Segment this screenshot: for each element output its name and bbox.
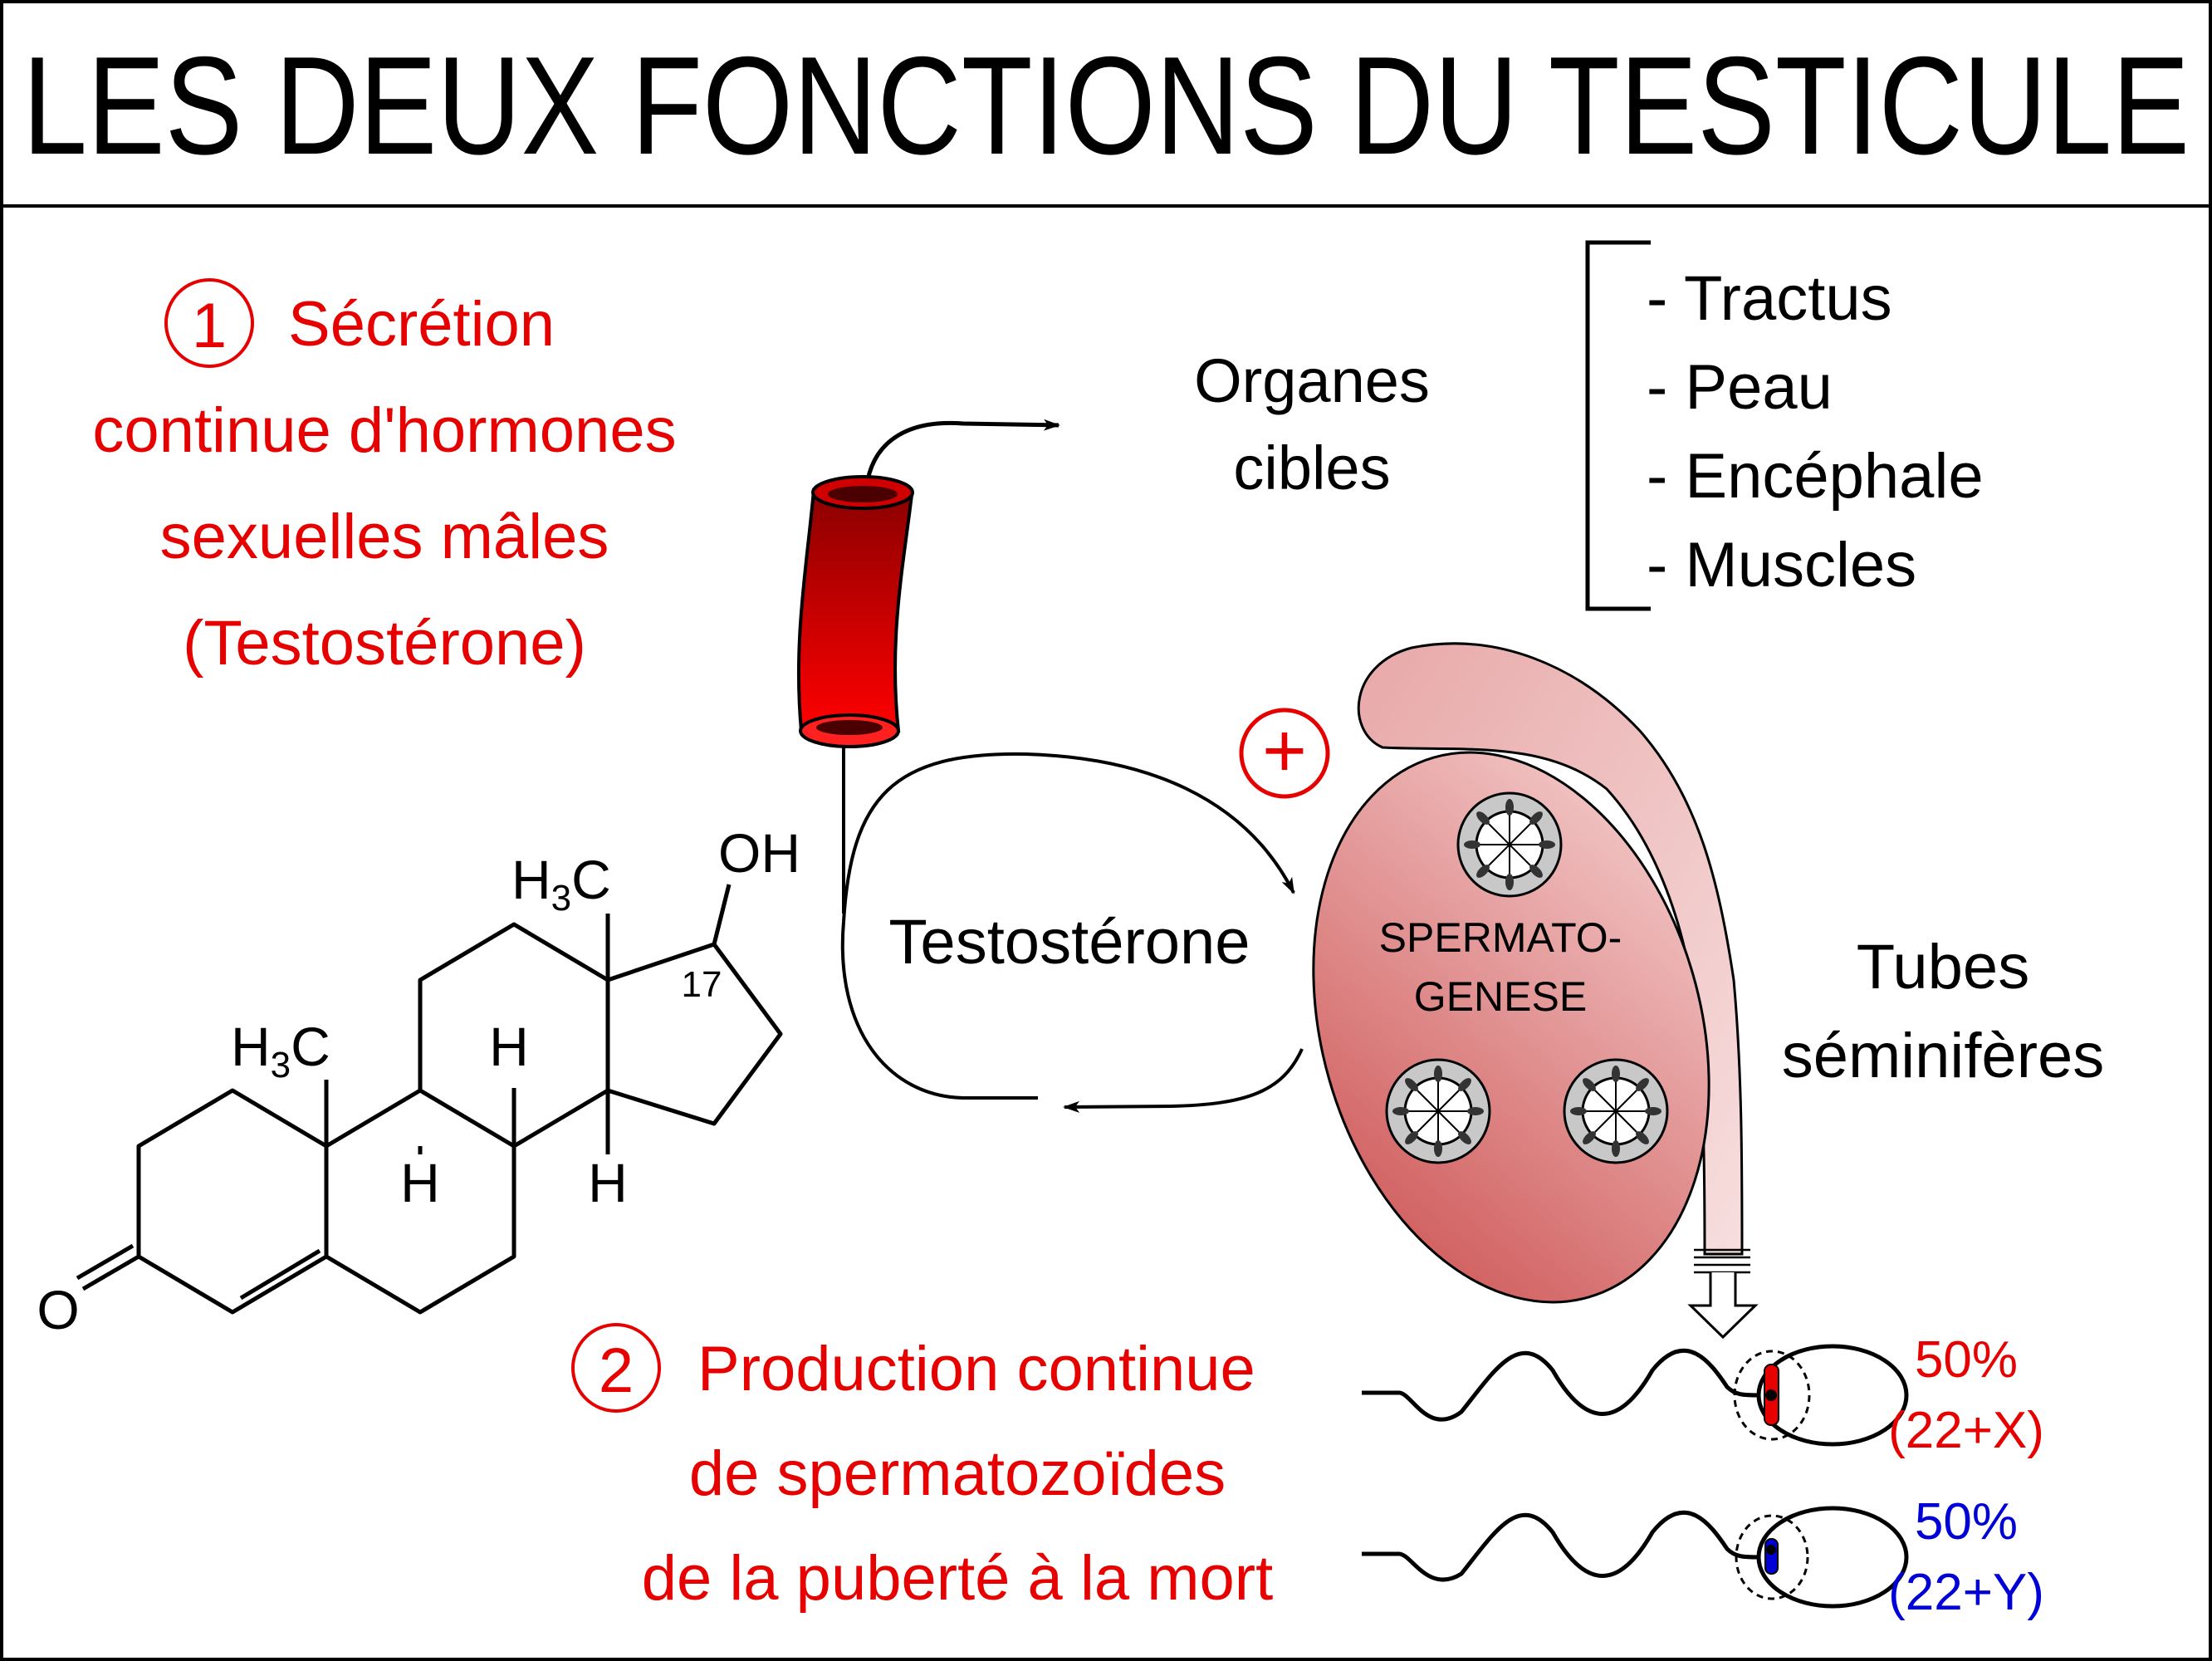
- tubule-cross-section: [1456, 791, 1563, 898]
- sperm-x-nucleus-ring: [1733, 1350, 1811, 1441]
- plus-circle: [1239, 708, 1330, 799]
- function-1-line-2: continue d'hormones: [92, 395, 676, 466]
- target-organs: Organes cibles - Tractus - Peau - Encéph…: [1194, 240, 1984, 611]
- blood-vessel: [796, 419, 1060, 748]
- sperm-x-tail: [1362, 1348, 1789, 1422]
- target-item-1: - Tractus: [1647, 263, 1892, 334]
- vessel-to-targets-arrow: [865, 419, 1060, 481]
- tubule-cross-section: [1563, 1058, 1669, 1164]
- number-1: 1: [192, 291, 227, 361]
- function-2-line-1: Production continue: [697, 1334, 1255, 1404]
- function-2-line-3: de la puberté à la mort: [642, 1543, 1273, 1614]
- function-1-line-4: (Testostérone): [183, 608, 586, 679]
- duct-outflow-arrow: [1687, 1248, 1759, 1340]
- sperm-y-centromere: [1766, 1545, 1776, 1555]
- vessel-top-lumen: [828, 486, 898, 502]
- function-1-line-1: Sécrétion: [288, 289, 555, 360]
- sperm-x-centromere: [1765, 1389, 1777, 1401]
- ring-a: [136, 1088, 329, 1315]
- cycle-arrow-to-testis: [842, 752, 1295, 923]
- function-1: 1 Sécrétion continue d'hormones sexuelle…: [92, 278, 677, 679]
- sperm-x: 50% (22+X): [1362, 1331, 2044, 1459]
- testis-label-line-1: SPERMATO-: [1379, 914, 1622, 961]
- h-label-2: H: [400, 1152, 440, 1213]
- testis: SPERMATO- GENESE: [1312, 751, 1710, 1304]
- sperm-y-nucleus-ring: [1735, 1514, 1809, 1600]
- target-item-3: - Encéphale: [1647, 441, 1984, 512]
- function-1-line-3: sexuelles mâles: [160, 502, 609, 572]
- testosterone-molecule: [76, 884, 783, 1315]
- sperm-x-head: [1756, 1344, 1909, 1447]
- target-heading-2: cibles: [1233, 434, 1390, 502]
- tubes-label-line-2: séminifères: [1782, 1021, 2105, 1091]
- number-circle-1: [164, 278, 254, 368]
- target-item-4: - Muscles: [1647, 530, 1916, 600]
- target-bracket: [1585, 240, 1651, 611]
- ring-b: [325, 1088, 516, 1315]
- cycle-label: Testostérone: [888, 907, 1250, 977]
- testis-body: [1312, 751, 1710, 1304]
- plus-sign: +: [1262, 708, 1307, 793]
- ring-d: [607, 942, 783, 1126]
- oh-label: OH: [718, 822, 800, 884]
- number-circle-2: [571, 1323, 661, 1413]
- ring-a-double-bond: [239, 1248, 321, 1301]
- carbon-17-label: 17: [682, 964, 722, 1005]
- vessel-bottom-lumen: [816, 720, 883, 735]
- h3c-left-label: H3C: [231, 1016, 330, 1085]
- sperm-y-head: [1756, 1506, 1909, 1609]
- target-item-2: - Peau: [1647, 352, 1833, 423]
- sperm-y-karyotype: (22+Y): [1888, 1564, 2044, 1621]
- sperm-y-chromosome: [1764, 1538, 1779, 1575]
- epididymis: [1357, 642, 1744, 1256]
- number-2: 2: [599, 1335, 634, 1406]
- sperm-y: 50% (22+Y): [1362, 1493, 2044, 1621]
- sperm-y-tail: [1362, 1510, 1789, 1582]
- tubes-label-line-1: Tubes: [1857, 932, 2029, 1002]
- vessel-tube: [796, 488, 914, 733]
- page-title: LES DEUX FONCTIONS DU TESTICULE: [22, 27, 2190, 184]
- epididymis-body: [1357, 642, 1744, 1256]
- h-label-1: H: [489, 1016, 529, 1077]
- sperm-y-percent: 50%: [1915, 1493, 2018, 1551]
- sperm-x-percent: 50%: [1915, 1331, 2018, 1389]
- testosterone-cycle: Testostérone: [840, 747, 1304, 1113]
- tubule-cross-section: [1385, 1058, 1491, 1164]
- target-heading-1: Organes: [1194, 346, 1430, 415]
- h3c-top-label: H3C: [511, 849, 611, 919]
- function-2-line-2: de spermatozoïdes: [689, 1438, 1226, 1509]
- sperm-x-karyotype: (22+X): [1888, 1402, 2044, 1459]
- ring-c: [418, 922, 610, 1149]
- function-2: 2 Production continue de spermatozoïdes …: [571, 1323, 1273, 1614]
- cycle-arrow-from-testis: [840, 921, 1038, 1100]
- testis-label-line-2: GENESE: [1414, 973, 1587, 1020]
- oxygen-label: O: [37, 1279, 79, 1340]
- plus-symbol: +: [1239, 708, 1330, 799]
- cycle-return-arrow: [1063, 1048, 1304, 1113]
- h-label-3: H: [588, 1152, 628, 1213]
